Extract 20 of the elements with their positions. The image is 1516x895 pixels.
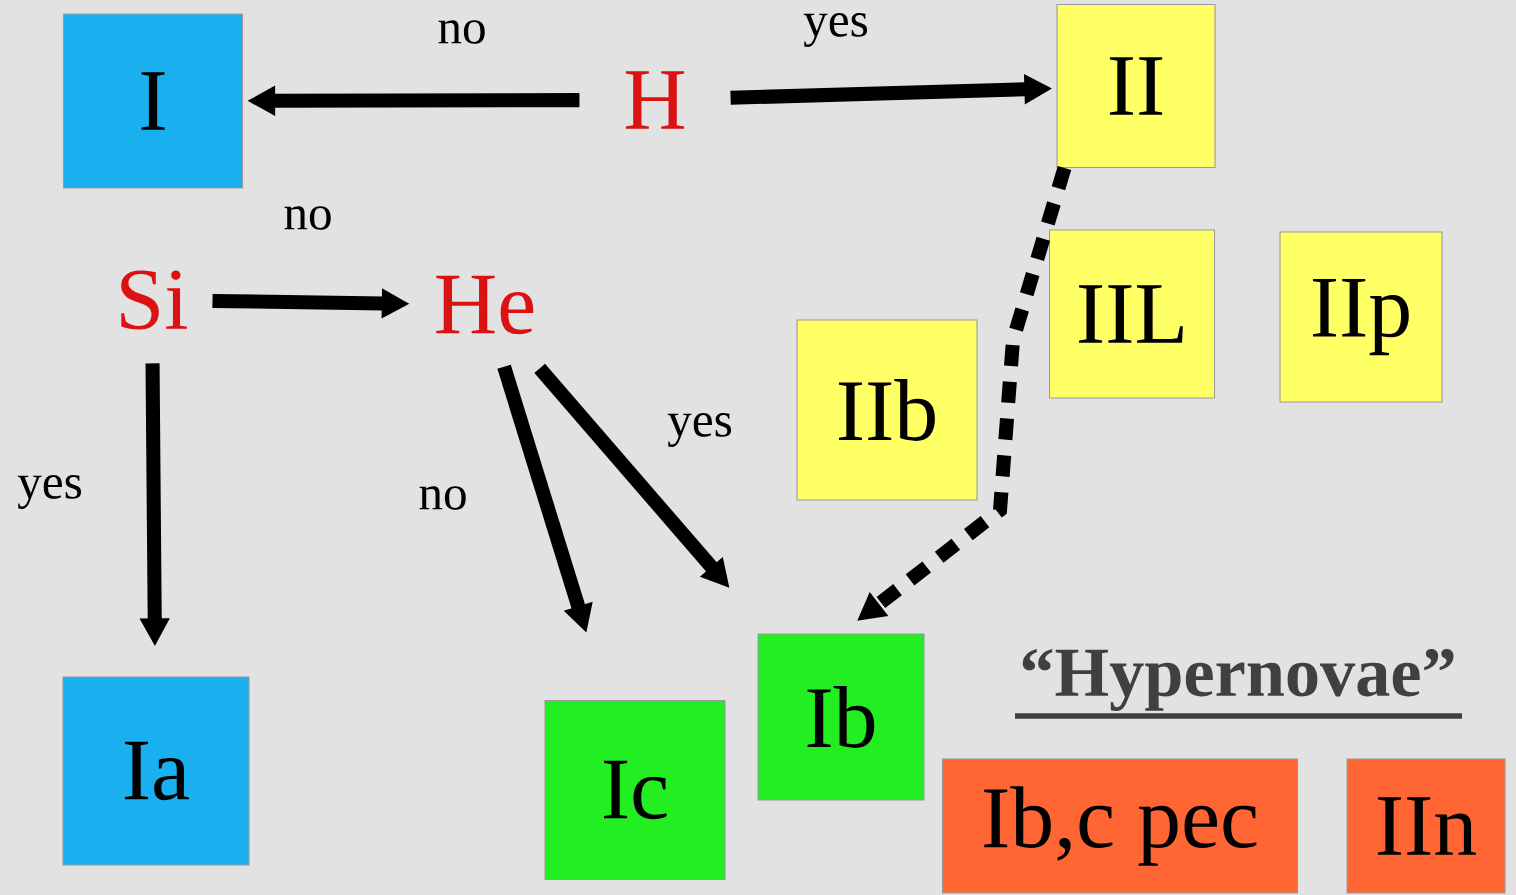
edge-label: yes <box>801 11 871 49</box>
edge-label: no <box>416 484 470 512</box>
type-box: IIb <box>796 319 978 501</box>
edge-label: no <box>281 204 335 232</box>
element-label: He <box>436 275 534 335</box>
element-label: Si <box>121 270 187 330</box>
type-box: Ia <box>62 676 250 866</box>
type-box: Ib,c pec <box>942 758 1299 894</box>
type-box: IIn <box>1346 758 1506 894</box>
heading: “Hypernovae” <box>1022 649 1454 711</box>
edge-label: yes <box>665 411 735 449</box>
type-box: Ib <box>757 633 925 801</box>
element-label: H <box>625 71 685 129</box>
type-box: I <box>62 13 244 189</box>
type-box: IIL <box>1049 229 1216 399</box>
type-box: IIp <box>1279 231 1443 403</box>
type-box: Ic <box>544 700 726 881</box>
edge-label: no <box>435 18 489 46</box>
edge-label: yes <box>15 473 85 511</box>
type-box: II <box>1056 3 1216 169</box>
